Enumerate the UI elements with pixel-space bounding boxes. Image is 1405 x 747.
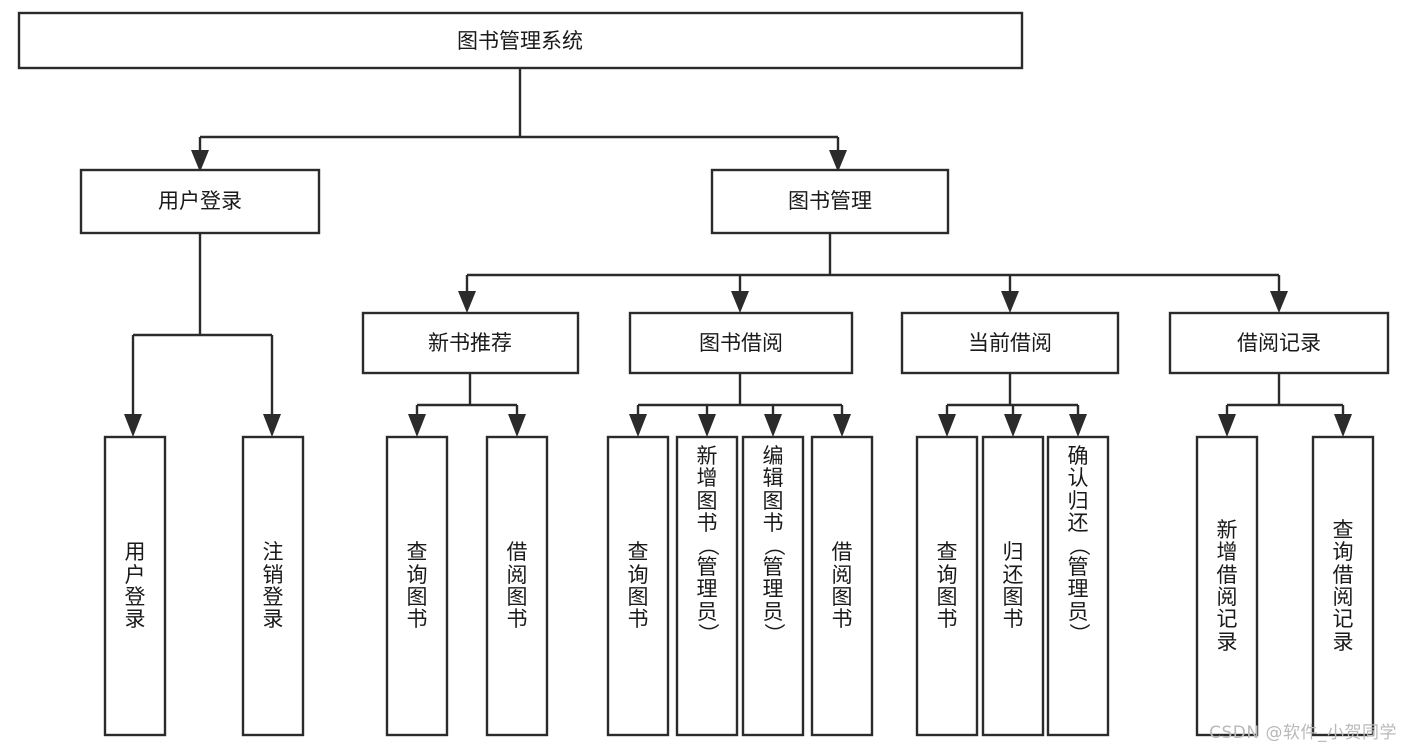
node-leaf-add-borrow-record[interactable]: [1195, 435, 1259, 737]
node-leaf-borrow-book-nbr[interactable]: [485, 435, 549, 737]
node-leaf-edit-book-admin[interactable]: [741, 435, 805, 737]
node-current-borrowing[interactable]: [900, 311, 1120, 375]
arrowhead-to-user-login: [191, 150, 209, 172]
node-book-management-label: 图书管理: [788, 189, 872, 213]
node-leaf-query-borrow-record[interactable]: [1311, 435, 1375, 737]
arrowhead-to-leaf-user-login: [124, 414, 142, 437]
edge-user-login-bus: [131, 233, 274, 424]
arrowhead-to-book-mgmt: [829, 150, 847, 172]
arrowhead-bb-leaf-3: [764, 414, 782, 437]
node-user-login[interactable]: [79, 168, 321, 235]
node-leaf-query-book-bb[interactable]: [606, 435, 670, 737]
node-user-login-label: 用户登录: [158, 189, 242, 213]
node-root-book-management-system[interactable]: [17, 11, 1024, 70]
arrowhead-cb-leaf-1: [938, 414, 956, 437]
arrowhead-bb-leaf-1: [629, 414, 647, 437]
node-book-borrowing[interactable]: [628, 311, 854, 375]
node-book-borrowing-label: 图书借阅: [699, 331, 783, 355]
edge-book-borrow-bus: [636, 373, 844, 424]
connector-layer: [124, 68, 1352, 437]
node-leaf-user-login[interactable]: [103, 435, 167, 737]
node-leaf-query-book-cb[interactable]: [915, 435, 979, 737]
node-new-book-recommendation[interactable]: [361, 311, 580, 375]
arrowhead-to-new-book-rec: [458, 291, 476, 313]
node-leaf-add-book-admin[interactable]: [675, 435, 739, 737]
arrowhead-bb-leaf-4: [833, 414, 851, 437]
node-borrowing-record-label: 借阅记录: [1237, 331, 1321, 355]
node-leaf-query-book-nbr[interactable]: [385, 435, 449, 737]
arrowhead-nbr-leaf-2: [508, 414, 526, 437]
node-root-label: 图书管理系统: [457, 29, 583, 53]
node-new-book-recommendation-label: 新书推荐: [428, 331, 512, 355]
node-borrowing-record[interactable]: [1168, 311, 1390, 375]
arrowhead-nbr-leaf-1: [408, 414, 426, 437]
arrowhead-to-borrow-record: [1270, 291, 1288, 313]
arrowhead-to-leaf-logout: [263, 414, 281, 437]
arrowhead-cb-leaf-3: [1069, 414, 1087, 437]
edge-root-bus: [198, 68, 840, 158]
node-leaf-borrow-book-bb[interactable]: [810, 435, 874, 737]
edge-borrow-record-bus: [1225, 373, 1345, 424]
arrowhead-cb-leaf-2: [1004, 414, 1022, 437]
csdn-watermark: CSDN @软件_小贺同学: [1209, 723, 1397, 743]
node-book-management[interactable]: [710, 168, 950, 235]
node-current-borrowing-label: 当前借阅: [968, 331, 1052, 355]
node-layer: 图书管理系统 用户登录 图书管理 新书推荐 图书借阅 当前借阅 借阅记录: [17, 11, 1390, 737]
edge-book-mgmt-bus: [465, 233, 1281, 300]
node-leaf-confirm-return-admin[interactable]: [1046, 435, 1110, 737]
arrowhead-to-current-borrow: [1001, 291, 1019, 313]
arrowhead-br-leaf-1: [1218, 414, 1236, 437]
arrowhead-to-book-borrow: [731, 291, 749, 313]
edge-new-book-rec-bus: [415, 373, 519, 424]
arrowhead-bb-leaf-2: [698, 414, 716, 437]
arrowhead-br-leaf-2: [1334, 414, 1352, 437]
node-leaf-logout[interactable]: [241, 435, 305, 737]
node-leaf-return-book[interactable]: [981, 435, 1045, 737]
